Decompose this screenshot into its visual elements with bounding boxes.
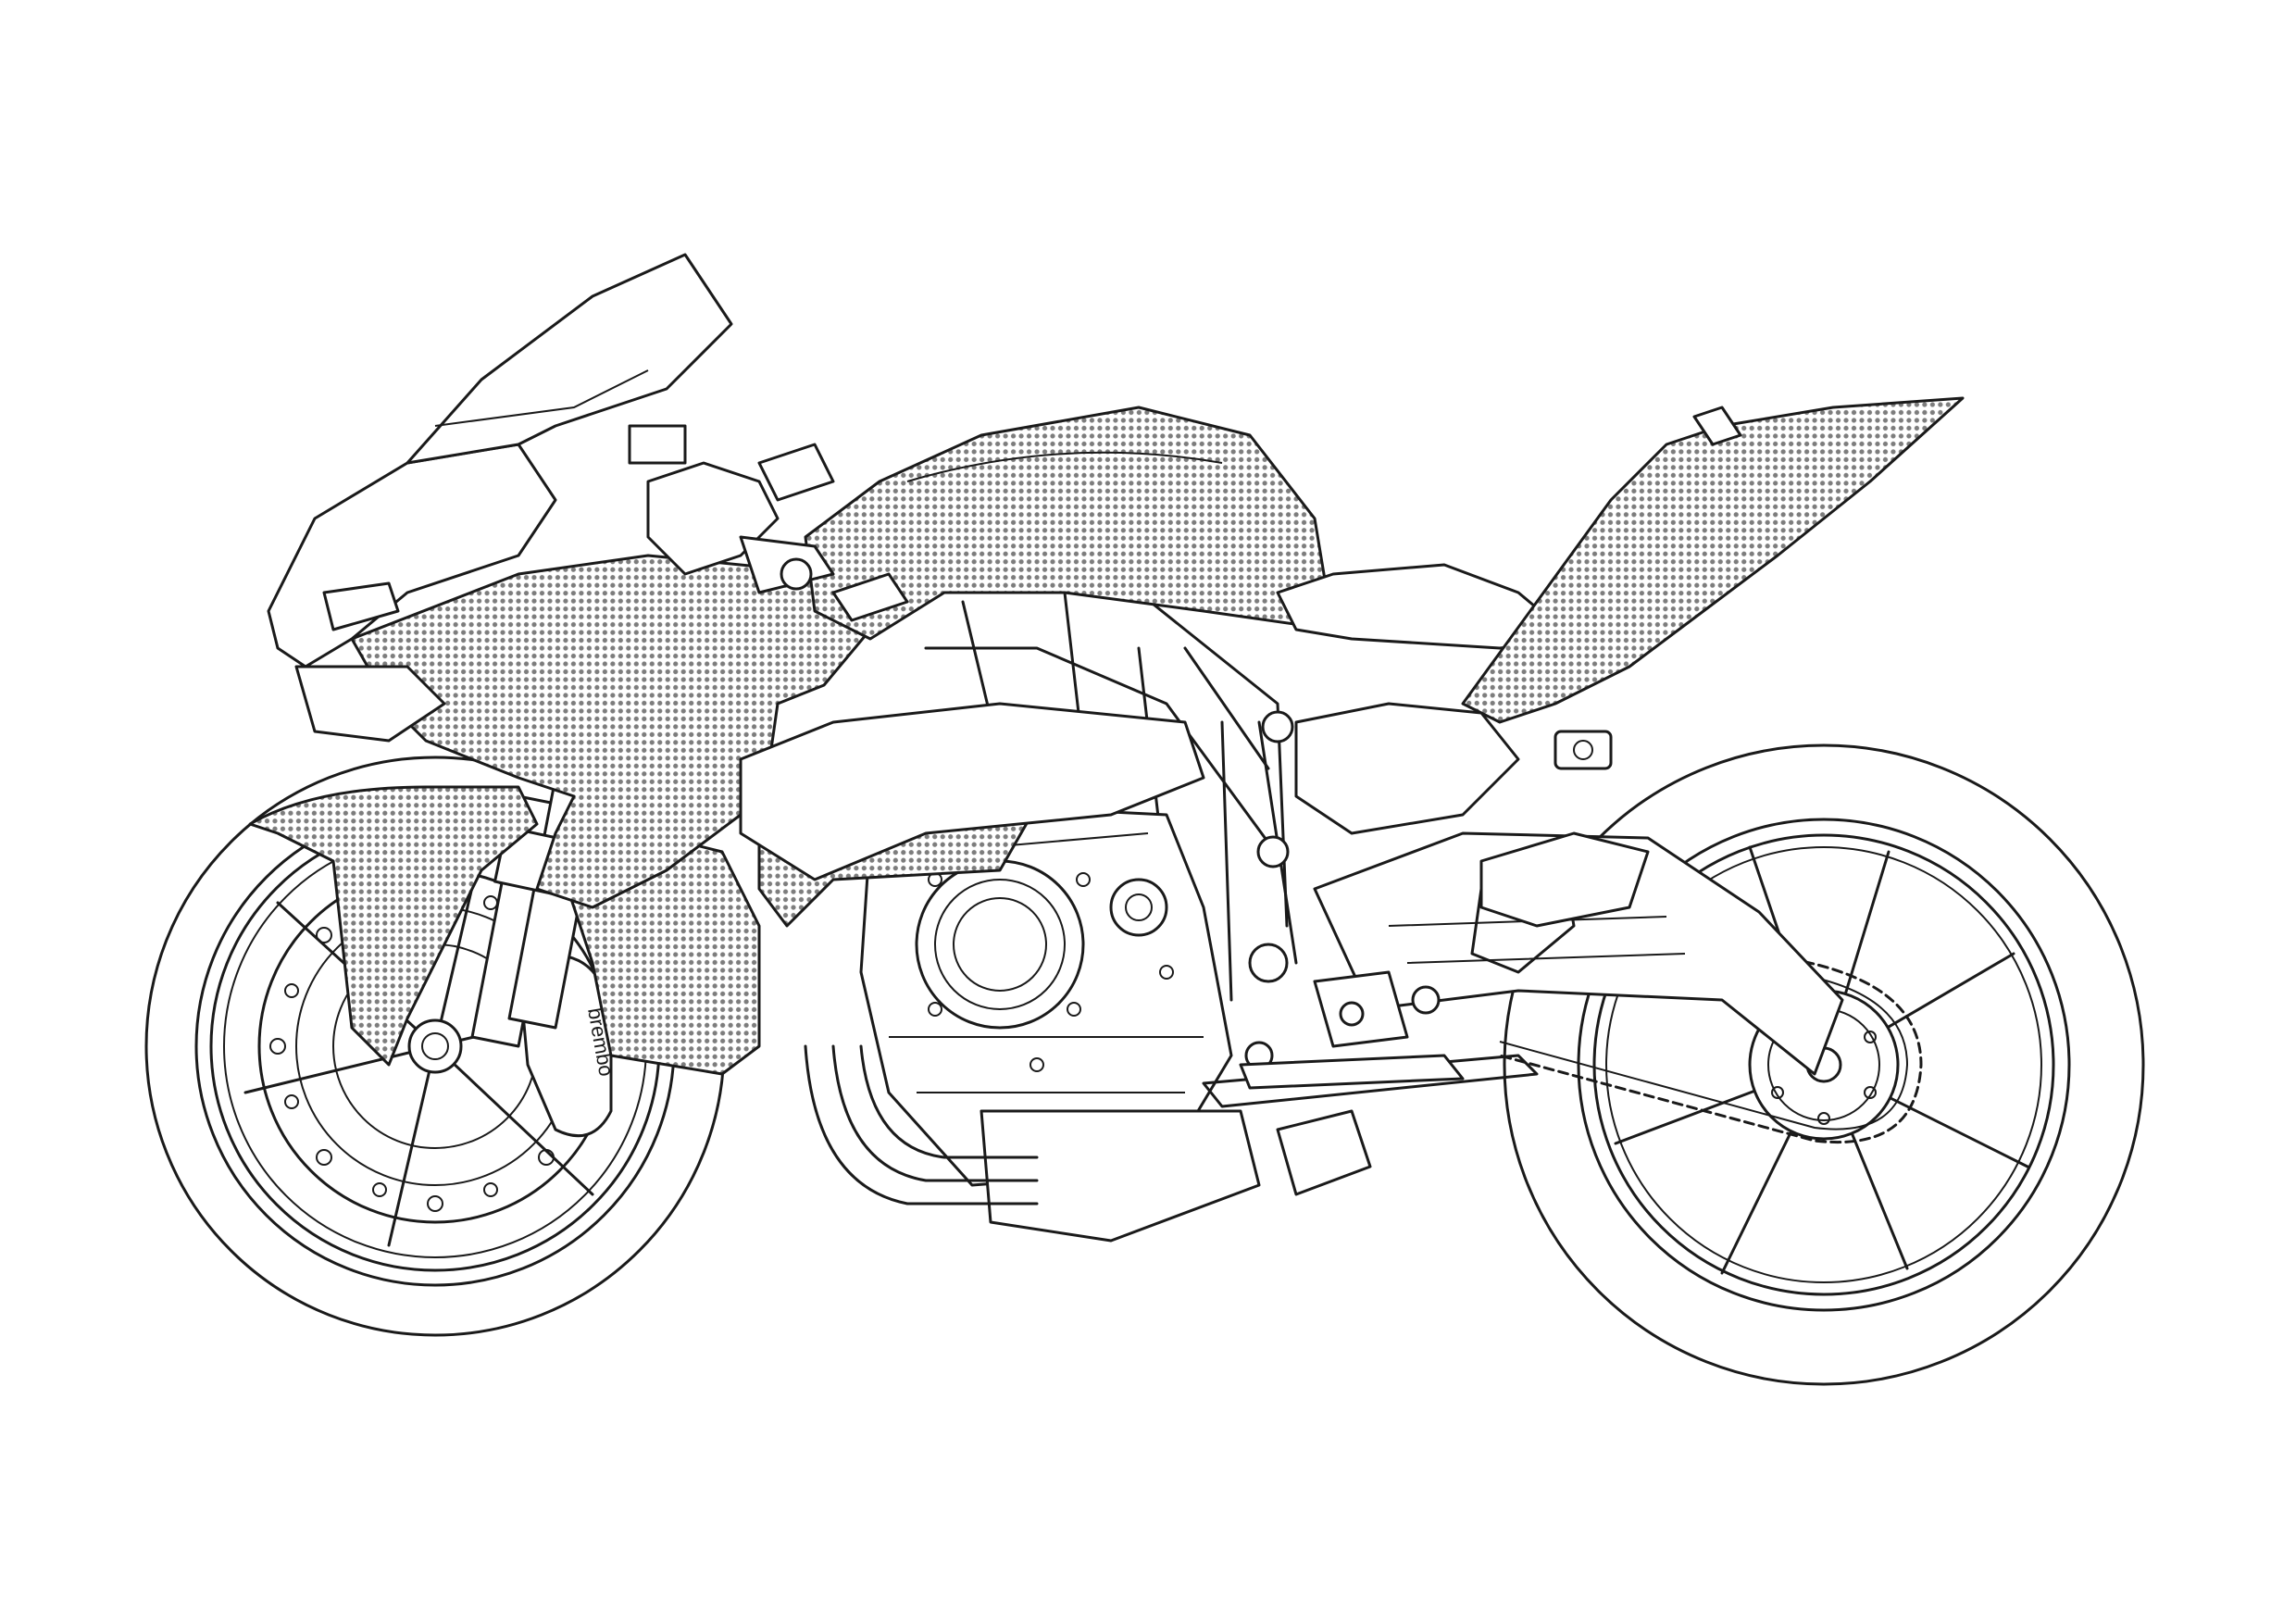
tail-cowl [1461,396,1965,724]
front-cowl [267,253,733,743]
tail-subframe-cover [1294,702,1520,835]
handlebar-assembly [628,424,835,594]
rear-hugger [1479,831,1650,928]
headlight-intake [322,581,400,631]
footpeg-assembly [1239,1001,1465,1090]
front-axle [407,1018,463,1074]
air-intake-duct [739,702,1205,881]
drive-chain [1378,896,1923,1144]
front-fender [248,785,539,1067]
tail-light [1554,730,1613,770]
windscreen [406,253,733,465]
engine [859,804,1261,1243]
exhaust-can [1276,1109,1372,1196]
clutch-cover [915,859,1085,1030]
exhaust-pipes [804,1044,1372,1206]
tank-vent [831,572,909,622]
